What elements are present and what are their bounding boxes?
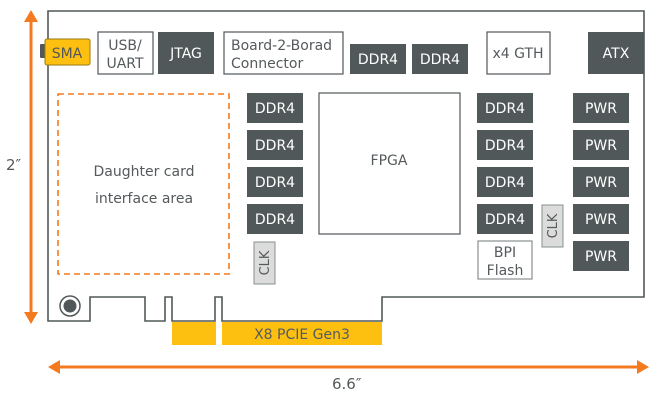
width-label: 6.6″ (332, 375, 362, 393)
left-clk-label: CLK (258, 250, 273, 275)
fpga-label: FPGA (371, 153, 408, 169)
b2b-label-line2: Connector (231, 56, 303, 72)
gth-block: x4 GTH (486, 31, 551, 75)
left-ddr4-label: DDR4 (255, 101, 295, 117)
bpi-flash-block: BPI Flash (477, 240, 533, 280)
right-ddr4-label: DDR4 (485, 101, 525, 117)
sma-body (44, 38, 91, 66)
b2b-label-line1: Board-2-Borad (231, 38, 332, 54)
left-ddr4-label: DDR4 (255, 138, 295, 154)
daughter-card-label-line1: Daughter card (94, 164, 195, 180)
pwr-label: PWR (585, 249, 617, 265)
pcie-label: X8 PCIE Gen3 (254, 327, 350, 343)
daughter-card-area: Daughter card interface area (57, 93, 230, 275)
left-ddr4-label: DDR4 (255, 175, 295, 191)
atx-label: ATX (603, 46, 630, 62)
usb-uart-label-line2: UART (106, 56, 144, 72)
daughter-card-label-line2: interface area (95, 191, 193, 207)
gth-label: x4 GTH (492, 46, 543, 62)
left-ddr4-label: DDR4 (255, 212, 295, 228)
ddr4-top-2-label: DDR4 (420, 52, 460, 68)
left-clk-block: CLK (253, 241, 276, 285)
jtag-block: JTAG (158, 32, 214, 74)
right-clk-label: CLK (546, 213, 561, 238)
usb-uart-label-line1: USB/ (108, 38, 142, 54)
width-arrow-head-right (637, 360, 649, 374)
height-arrow-head-top (24, 10, 38, 22)
width-arrow-head-left (48, 360, 60, 374)
pwr-label: PWR (585, 175, 617, 191)
sma-connector: SMA (40, 38, 91, 66)
left-ddr4-column: DDR4 DDR4 DDR4 DDR4 (247, 93, 303, 234)
pwr-column: PWR PWR PWR PWR PWR (573, 93, 629, 271)
ddr4-top-2: DDR4 (412, 44, 468, 74)
right-ddr4-label: DDR4 (485, 138, 525, 154)
right-ddr4-column: DDR4 DDR4 DDR4 DDR4 (477, 93, 533, 234)
pwr-label: PWR (585, 138, 617, 154)
right-ddr4-label: DDR4 (485, 212, 525, 228)
fpga-block: FPGA (318, 92, 461, 235)
pcie-finger-short (172, 322, 216, 345)
mounting-hole-icon (59, 295, 81, 317)
b2b-connector-block: Board-2-Borad Connector (223, 31, 344, 75)
right-ddr4-label: DDR4 (485, 175, 525, 191)
height-label: 2″ (6, 156, 22, 174)
usb-uart-block: USB/ UART (97, 31, 154, 75)
bpi-flash-label-line1: BPI (494, 245, 516, 261)
atx-block: ATX (588, 32, 644, 74)
height-arrow-head-bottom (24, 312, 38, 324)
pwr-label: PWR (585, 212, 617, 228)
right-clk-block: CLK (541, 204, 564, 248)
sma-label: SMA (52, 46, 83, 62)
height-dimension: 2″ (6, 10, 38, 324)
ddr4-top-1-label: DDR4 (358, 52, 398, 68)
ddr4-top-1: DDR4 (350, 44, 406, 74)
jtag-label: JTAG (169, 46, 202, 62)
bpi-flash-label-line2: Flash (487, 263, 524, 279)
width-dimension: 6.6″ (48, 360, 649, 393)
pwr-label: PWR (585, 101, 617, 117)
pcie-finger-main (222, 322, 382, 345)
